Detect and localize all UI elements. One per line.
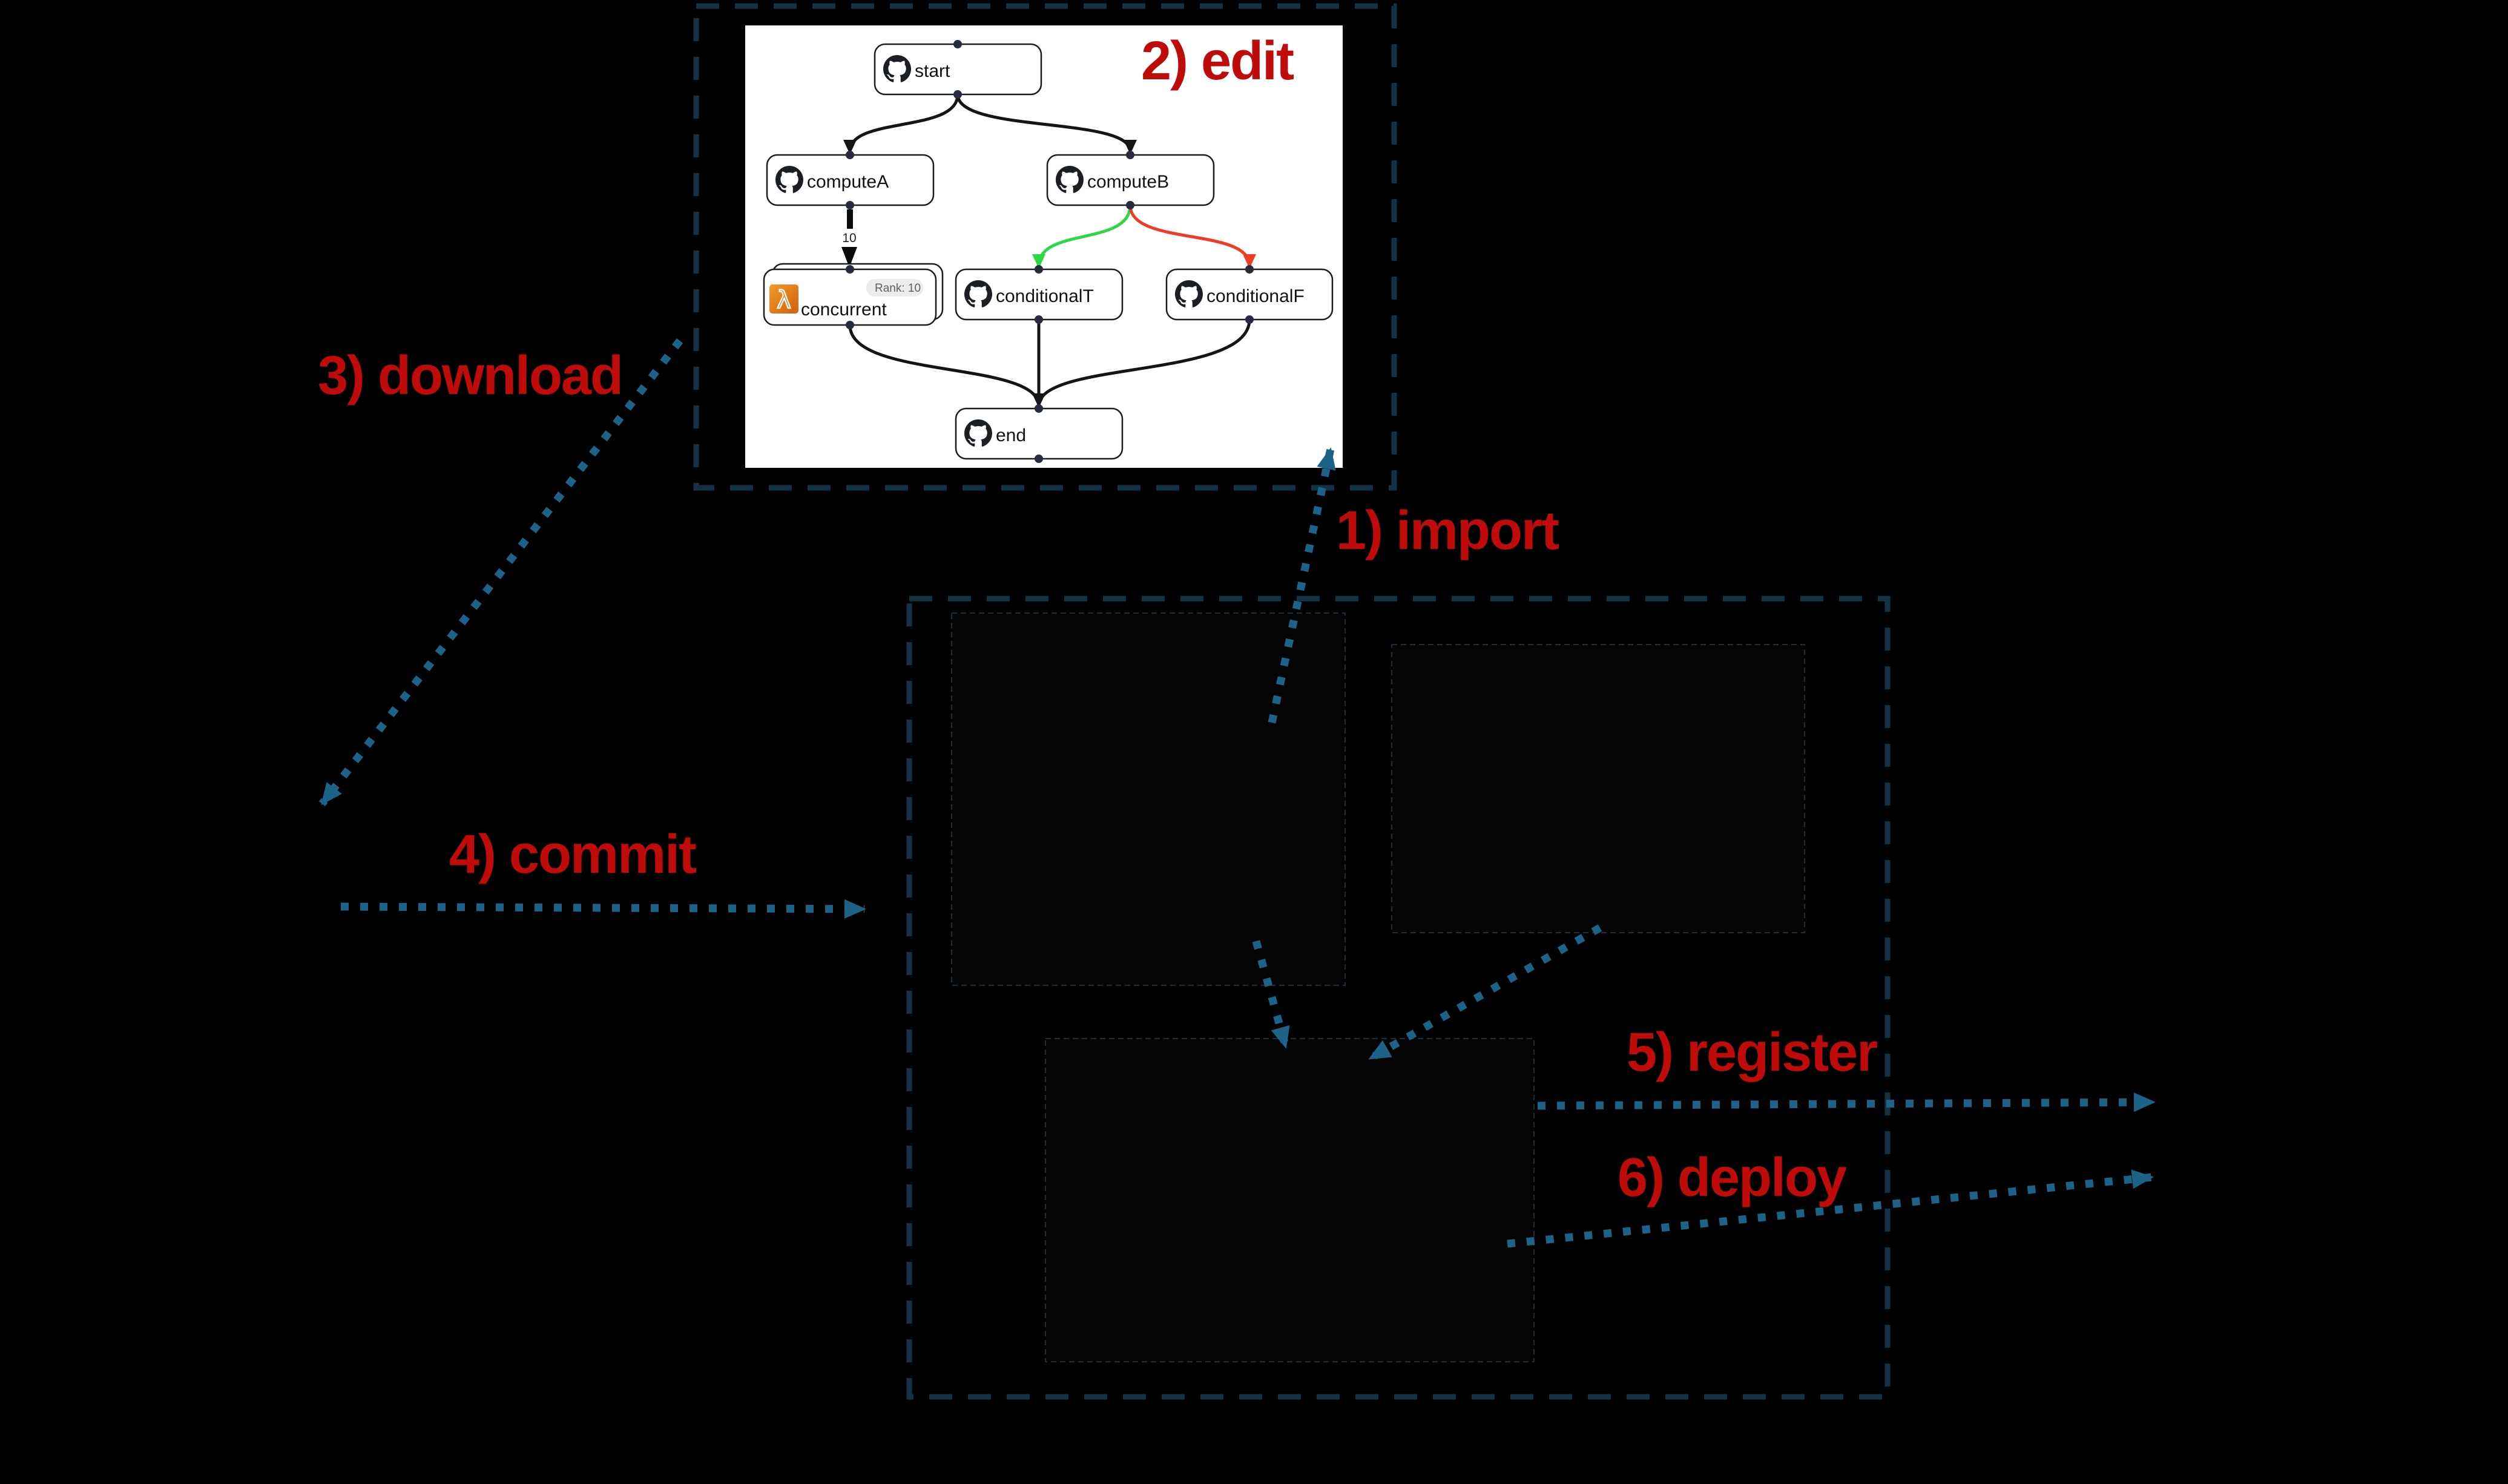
port-dot: [1245, 315, 1254, 324]
node-label: concurrent: [801, 300, 887, 320]
rank-badge-label: Rank: 10: [875, 282, 921, 295]
node-label: computeA: [807, 172, 889, 192]
arrow-commit: [340, 899, 866, 919]
edge-computeB-conditionalT-true: [1032, 203, 1132, 269]
github-icon: [964, 280, 992, 307]
step-label-deploy: 6) deploy: [1618, 1147, 1847, 1208]
port-dot: [846, 321, 854, 329]
port-dot: [846, 265, 854, 274]
workflow-node-computeA[interactable]: computeA: [766, 151, 935, 209]
edge-weight-label: 10: [842, 231, 856, 245]
node-label: start: [915, 61, 950, 81]
workflow-graph: 10 start computeA: [763, 40, 1334, 463]
port-dot: [846, 201, 854, 209]
dark-screenshot-top-left: [951, 612, 1346, 986]
dark-screenshot-top-right: [1391, 644, 1805, 933]
svg-text:λ: λ: [777, 286, 791, 314]
rank-badge: Rank: 10: [866, 279, 923, 297]
arrow-download: [318, 338, 683, 806]
workflow-node-conditionalF[interactable]: conditionalF: [1165, 265, 1334, 324]
github-icon: [1056, 166, 1084, 193]
edge-start-computeA: [843, 93, 959, 154]
workflow-node-concurrent[interactable]: λ concurrent Rank: 10: [763, 263, 944, 329]
workflow-node-computeB[interactable]: computeB: [1046, 151, 1215, 209]
node-label: computeB: [1087, 172, 1169, 192]
github-icon: [1175, 280, 1203, 307]
step-label-download: 3) download: [318, 346, 624, 406]
step-label-register: 5) register: [1627, 1022, 1878, 1083]
port-dot: [1126, 201, 1134, 209]
port-dot: [846, 151, 854, 159]
port-dot: [953, 40, 962, 48]
port-dot: [1126, 151, 1134, 159]
node-label: end: [996, 425, 1026, 445]
repo-stage-dashed-box: [906, 596, 1891, 1400]
dark-screenshot-bottom: [1045, 1038, 1535, 1362]
arrow-config-to-repo: [1368, 924, 1602, 1062]
arrow-import: [1268, 447, 1336, 724]
port-dot: [953, 90, 962, 99]
edge-start-computeB: [956, 93, 1137, 154]
port-dot: [1035, 315, 1043, 324]
github-icon: [964, 419, 992, 447]
edit-stage-dashed-box: [693, 3, 1397, 491]
edge-computeA-concurrent-weighted: 10: [841, 209, 857, 268]
aws-lambda-icon: λ: [769, 284, 798, 315]
edge-concurrent-end: [848, 323, 1041, 408]
workflow-editor-panel: 10 start computeA: [745, 25, 1343, 468]
arrow-register: [1537, 1092, 2156, 1112]
port-dot: [1035, 265, 1043, 274]
node-label: conditionalT: [996, 286, 1094, 306]
workflow-node-start[interactable]: start: [874, 40, 1042, 99]
port-dot: [1035, 404, 1043, 413]
github-icon: [775, 166, 803, 193]
edge-conditionalF-end: [1037, 318, 1251, 408]
thick-arrowhead: [841, 247, 857, 268]
node-label: conditionalF: [1206, 286, 1305, 306]
workflow-node-end[interactable]: end: [955, 404, 1124, 463]
workflow-node-conditionalT[interactable]: conditionalT: [955, 265, 1124, 324]
port-dot: [1245, 265, 1254, 274]
step-label-commit: 4) commit: [449, 824, 697, 885]
step-label-import: 1) import: [1336, 501, 1559, 561]
edge-computeB-conditionalF-false: [1128, 203, 1256, 269]
github-icon: [883, 55, 911, 82]
port-dot: [1035, 455, 1043, 463]
step-label-edit: 2) edit: [1141, 31, 1294, 91]
